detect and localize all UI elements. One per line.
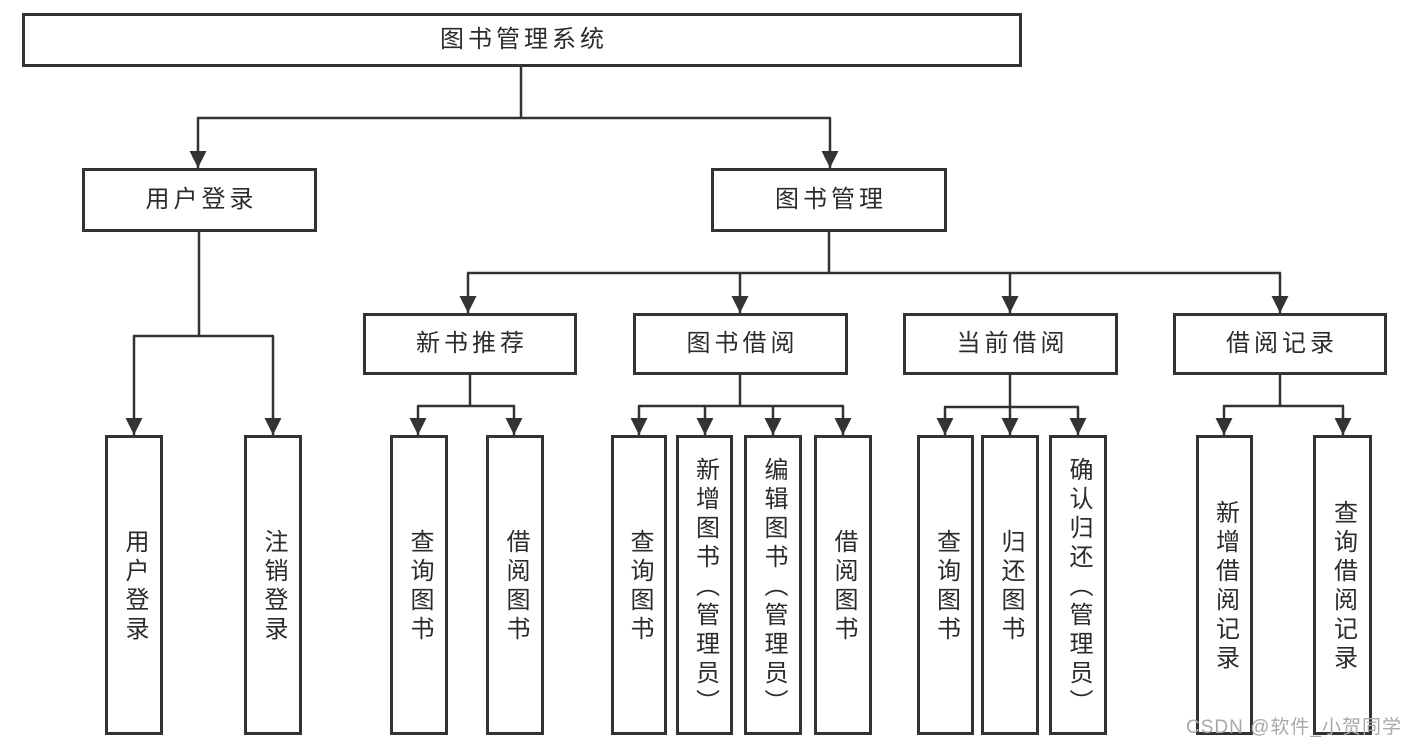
leaf-borrow-book-1: 借阅图书	[486, 435, 544, 735]
node-label: 图书管理	[775, 186, 887, 213]
leaf-label: 查询图书	[932, 529, 960, 645]
leaf-label: 编辑图书（管理员）	[760, 456, 787, 718]
connector-root	[189, 66, 839, 168]
leaf-label: 归还图书	[997, 529, 1024, 645]
leaf-borrow-book-2: 借阅图书	[814, 435, 872, 735]
leaf-label: 查询借阅记录	[1329, 500, 1357, 674]
connector-borrow	[630, 374, 852, 435]
leaf-query-borrow-record: 查询借阅记录	[1313, 435, 1372, 735]
leaf-label: 新增图书（管理员）	[691, 456, 719, 718]
leaf-confirm-return-admin: 确认归还（管理员）	[1049, 435, 1107, 735]
leaf-user-login: 用户登录	[105, 435, 163, 735]
leaf-label: 注销登录	[260, 529, 287, 645]
leaf-label: 查询图书	[406, 529, 433, 645]
leaf-query-book-1: 查询图书	[390, 435, 448, 735]
leaf-label: 用户登录	[121, 529, 148, 645]
node-root-label: 图书管理系统	[440, 26, 608, 53]
leaf-label: 确认归还（管理员）	[1065, 456, 1092, 718]
node-new-book: 新书推荐	[363, 313, 577, 375]
csdn-watermark: CSDN @软件_小贺同学	[1186, 717, 1402, 738]
node-label: 新书推荐	[416, 330, 528, 357]
node-label: 当前借阅	[956, 330, 1069, 357]
node-borrow-records: 借阅记录	[1173, 313, 1387, 375]
connector-new-book	[409, 374, 523, 435]
leaf-query-book-2: 查询图书	[611, 435, 667, 735]
node-user-login-branch: 用户登录	[82, 168, 317, 232]
node-label: 图书借阅	[686, 330, 799, 357]
leaf-label: 查询图书	[626, 529, 653, 645]
connector-current	[936, 374, 1087, 435]
leaf-logout: 注销登录	[244, 435, 302, 735]
node-book-mgmt-branch: 图书管理	[711, 168, 947, 232]
leaf-label: 新增借阅记录	[1211, 500, 1239, 674]
leaf-add-borrow-record: 新增借阅记录	[1196, 435, 1253, 735]
node-root: 图书管理系统	[22, 13, 1022, 67]
node-current-borrow: 当前借阅	[903, 313, 1118, 375]
leaf-label: 借阅图书	[502, 529, 529, 645]
leaf-label: 借阅图书	[830, 529, 857, 645]
connector-book-mgmt	[459, 230, 1289, 313]
connector-user-login	[125, 230, 282, 435]
leaf-query-book-3: 查询图书	[917, 435, 974, 735]
node-book-borrow: 图书借阅	[633, 313, 848, 375]
connector-records	[1215, 374, 1352, 435]
node-label: 借阅记录	[1226, 330, 1338, 357]
leaf-return-book: 归还图书	[981, 435, 1039, 735]
leaf-edit-book-admin: 编辑图书（管理员）	[744, 435, 802, 735]
leaf-add-book-admin: 新增图书（管理员）	[676, 435, 733, 735]
node-label: 用户登录	[145, 186, 258, 213]
